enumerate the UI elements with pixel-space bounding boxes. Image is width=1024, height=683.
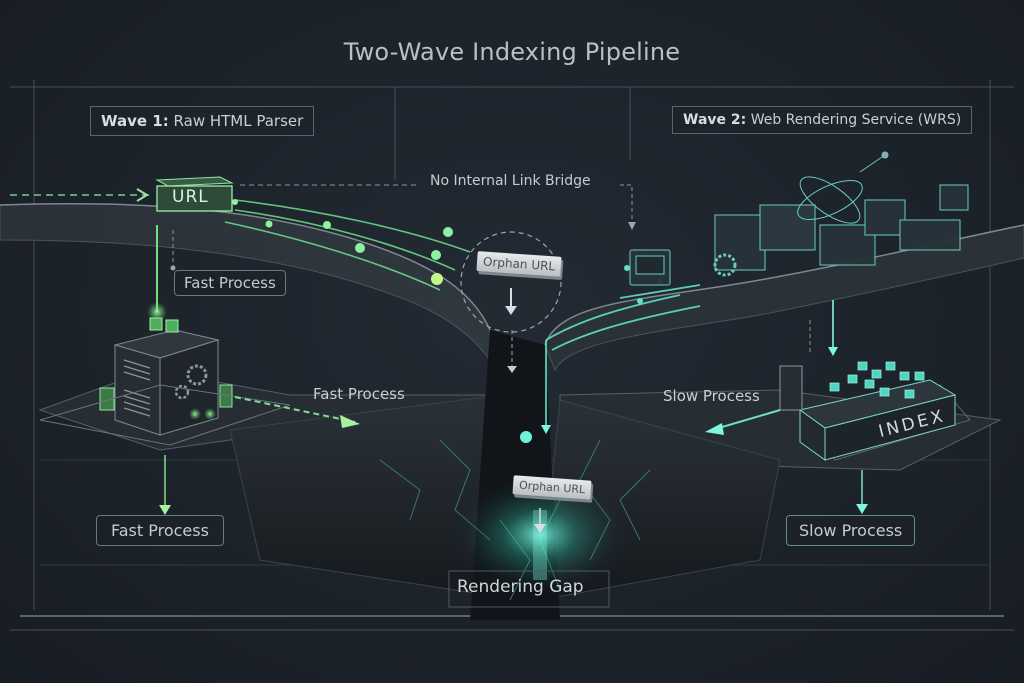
wave2-label-box: Wave 2: Web Rendering Service (WRS) (672, 106, 973, 134)
machinery-cluster-icon (629, 151, 969, 286)
rendering-gap-label: Rendering Gap (457, 577, 584, 597)
slow-process-bottom-label: Slow Process (786, 515, 916, 546)
wave1-label-box: Wave 1: Raw HTML Parser (90, 106, 315, 136)
wave1-prefix: Wave 1: (101, 112, 169, 130)
fast-process-mid-label: Fast Process (313, 385, 405, 403)
index-grid-icon (779, 361, 971, 461)
fast-process-upper-label: Fast Process (174, 270, 286, 296)
wave2-label: Web Rendering Service (WRS) (750, 112, 962, 128)
wave1-streams (224, 199, 471, 291)
fast-process-bottom-label: Fast Process (96, 515, 224, 546)
wave1-nodes (265, 220, 453, 285)
slow-process-mid-label: Slow Process (663, 387, 760, 405)
page-title: Two-Wave Indexing Pipeline (343, 38, 681, 66)
wave2-prefix: Wave 2: (683, 112, 747, 128)
wave1-label: Raw HTML Parser (173, 112, 304, 130)
url-block-icon (155, 176, 238, 212)
no-internal-link-bridge-label: No Internal Link Bridge (430, 173, 591, 189)
url-block-label: URL (172, 187, 209, 207)
wave2-streams (545, 284, 701, 430)
server-gear-icon (99, 317, 233, 436)
